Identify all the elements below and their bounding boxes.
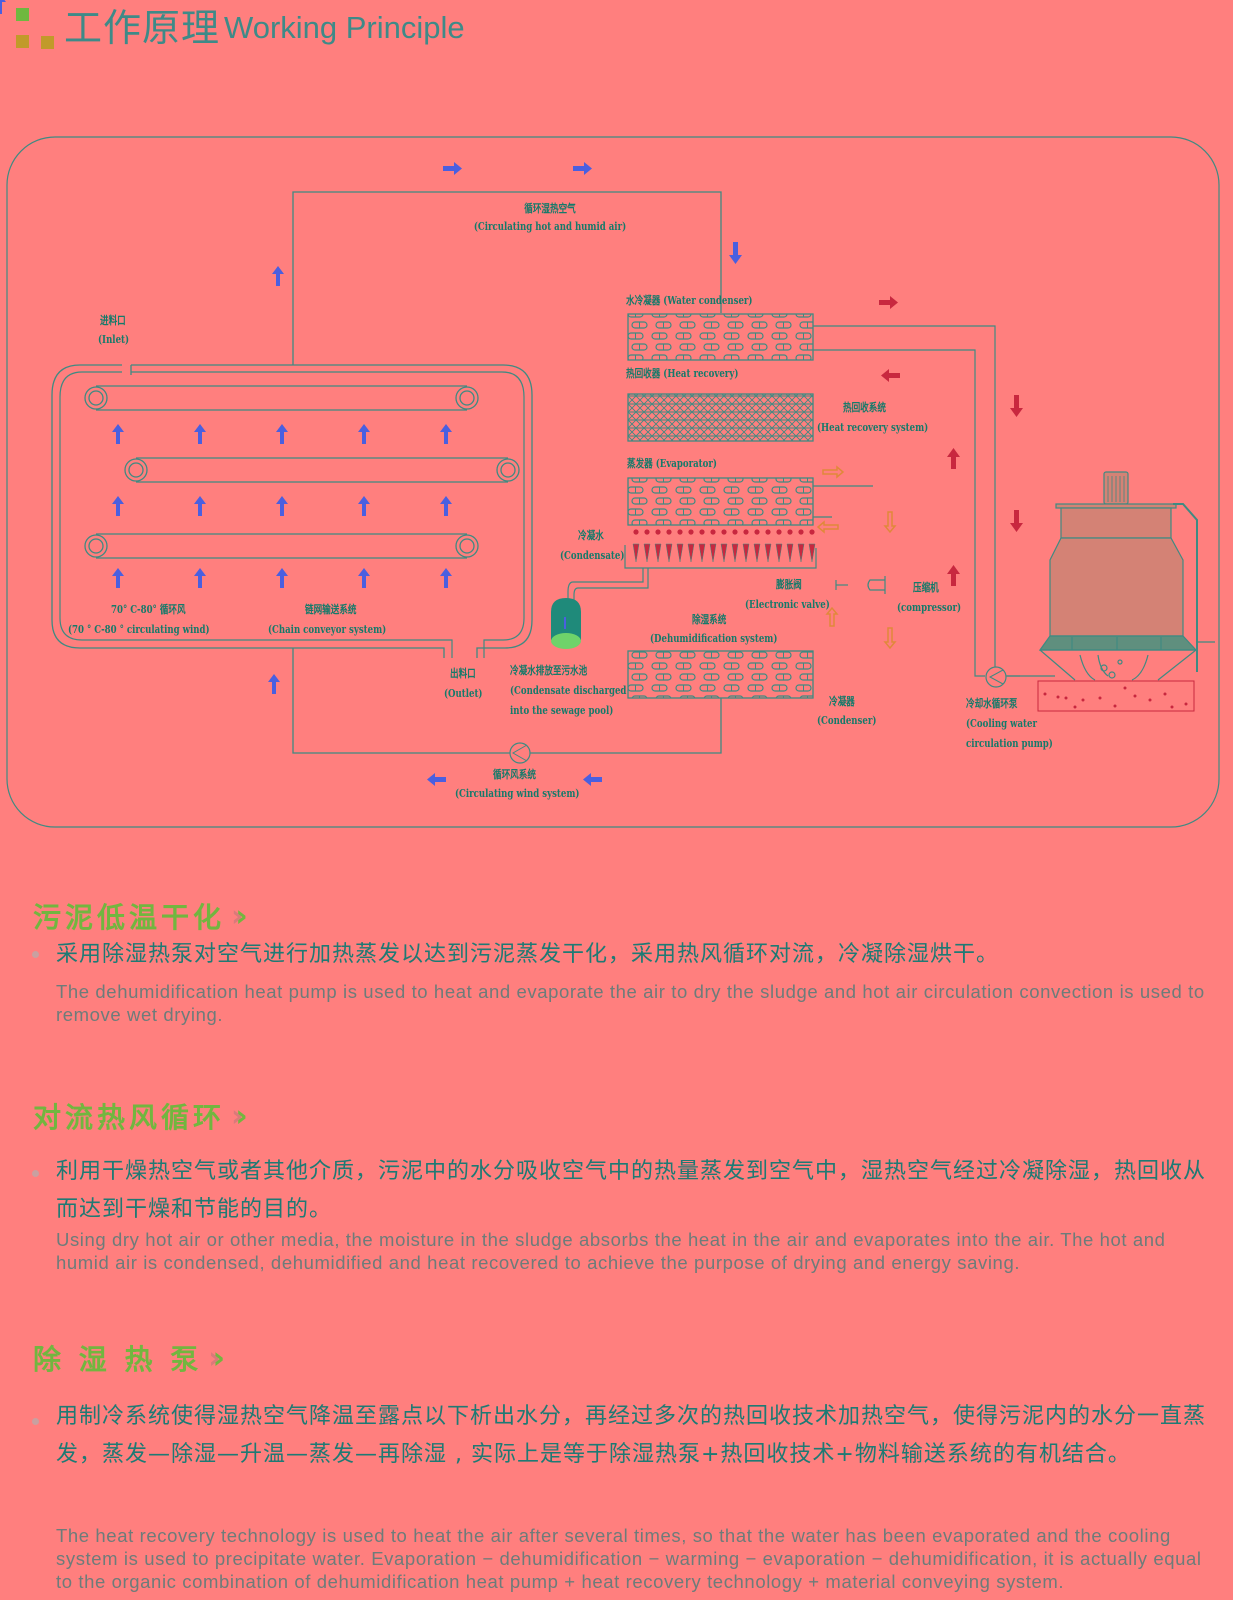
label-compressor-en: (compressor) [897,601,962,614]
label-inlet-en: (Inlet) [98,333,130,346]
label-circulating-air-zh: 循环湿热空气 [524,202,576,215]
section-text-en: The dehumidification heat pump is used t… [56,981,1205,1025]
label-wind-en: (70 ° C-80 ° circulating wind) [68,623,210,636]
label-outlet-zh: 出料口 [450,667,476,680]
label-wind-system-zh: 循环风系统 [493,768,536,781]
label-pump-en1: (Cooling water [966,717,1037,730]
page-header: 工作原理 Working Principle [16,0,465,50]
label-circulating-air-en: (Circulating hot and humid air) [473,220,627,233]
condensate-tank [551,598,581,649]
bullet-icon [32,951,39,958]
section-text-en: Using dry hot air or other media, the mo… [56,1229,1166,1273]
label-valve-zh: 膨胀阀 [776,578,802,591]
diagram-frame [6,136,1220,828]
label-heat-recovery-system-zh: 热回收系统 [843,401,886,414]
label-heat-recovery-system-en: (Heat recovery system) [817,421,929,434]
label-discharge-en2: into the sewage pool) [510,704,614,717]
water-condenser [627,313,814,361]
working-principle-diagram: 循环湿热空气 (Circulating hot and humid air) 进… [0,0,1220,828]
label-compressor-zh: 压缩机 [913,581,939,594]
section-text-zh: 采用除湿热泵对空气进行加热蒸发以达到污泥蒸发干化，采用热风循环对流，冷凝除湿烘干… [56,942,1000,967]
bullet-icon [32,1418,39,1425]
section-title: 污泥低温干化 ›› [33,898,249,935]
label-valve-en: (Electronic valve) [745,598,830,611]
label-inlet-zh: 进料口 [100,314,126,327]
label-evaporator: 蒸发器 (Evaporator) [627,457,717,470]
label-outlet-en: (Outlet) [444,687,483,700]
label-wind-system-en: (Circulating wind system) [455,787,580,800]
cooling-pump-icon [985,666,1007,688]
label-dehum-en: (Dehumidification system) [650,632,778,645]
cooling-tower [1038,471,1215,681]
label-condenser-zh: 冷凝器 [829,695,855,708]
label-condensate-zh: 冷凝水 [578,529,604,542]
section-title: 对流热风循环 ›› [33,1098,249,1135]
double-chevron-icon: ›› [231,898,249,934]
logo-squares-icon [16,8,64,50]
air-flow-arrows [0,0,742,786]
label-dehum-zh: 除湿系统 [692,613,727,626]
water-basin [1037,680,1195,712]
label-pump-en2: circulation pump) [966,737,1053,750]
label-condenser-en: (Condenser) [817,714,877,727]
label-heat-recovery: 热回收器 (Heat recovery) [626,367,739,380]
page-title-zh: 工作原理 [64,6,221,50]
label-pump-zh: 冷却水循环泵 [966,697,1018,710]
double-chevron-icon: ›› [231,1098,249,1134]
label-water-condenser: 水冷凝器 (Water condenser) [626,294,753,307]
label-discharge-en1: (Condensate discharged [510,684,627,697]
heat-recovery [627,393,814,442]
label-chain-en: (Chain conveyor system) [268,623,387,636]
compressor-icon [867,576,886,594]
section-text-zh: 利用干燥热空气或者其他介质，污泥中的水分吸收空气中的热量蒸发到空气中，湿热空气经… [56,1159,1207,1222]
evaporator [627,477,814,526]
label-condensate-en: (Condensate) [560,549,625,562]
section-text-zh: 用制冷系统使得湿热空气降温至露点以下析出水分，再经过多次的热回收技术加热空气，使… [56,1404,1207,1467]
section-title: 除 湿 热 泵 ›› [33,1340,226,1377]
label-chain-zh: 链网输送系统 [305,603,357,616]
label-wind-zh: 70° C-80° 循环风 [111,603,186,616]
diagram-drawing [0,0,1220,828]
bullet-icon [32,1170,39,1177]
page-title-en: Working Principle [224,10,465,45]
label-discharge-zh: 冷凝水排放至污水池 [510,664,588,677]
chain-conveyor [84,385,520,559]
double-chevron-icon: ›› [208,1340,226,1376]
section-text-en: The heat recovery technology is used to … [56,1525,1202,1592]
dehumidification-unit [627,650,814,699]
condensate-drops [632,529,816,563]
